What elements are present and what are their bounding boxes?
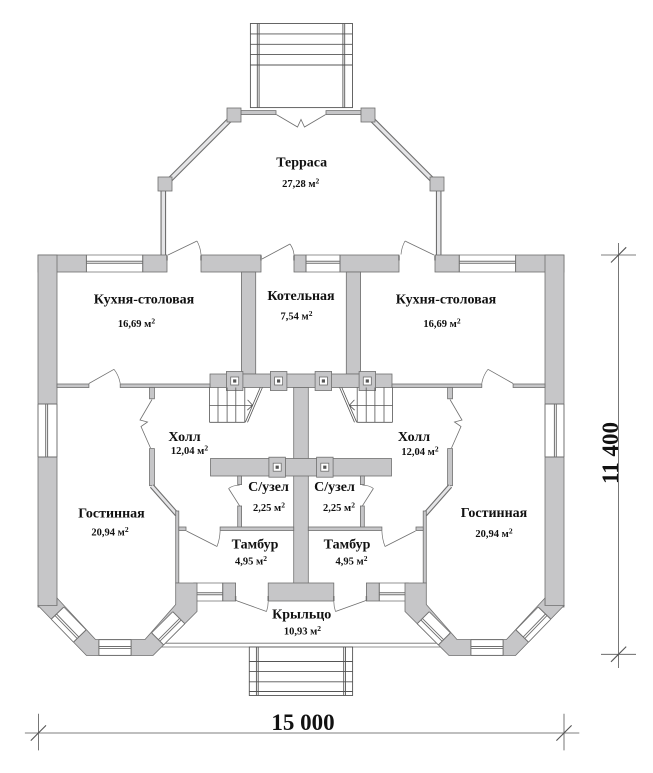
svg-text:10,93 м2: 10,93 м2 [284,624,321,638]
svg-text:Кухня-столовая: Кухня-столовая [94,293,195,308]
svg-text:12,04 м2: 12,04 м2 [401,445,438,459]
svg-text:Тамбур: Тамбур [232,538,279,553]
svg-text:С/узел: С/узел [248,480,289,495]
svg-text:4,95 м2: 4,95 м2 [336,554,368,568]
svg-text:Кухня-столовая: Кухня-столовая [396,293,497,308]
svg-text:4,95 м2: 4,95 м2 [235,554,267,568]
svg-text:Крыльцо: Крыльцо [272,608,331,623]
svg-text:Котельная: Котельная [267,289,335,304]
svg-text:7,54 м2: 7,54 м2 [281,309,313,323]
svg-text:С/узел: С/узел [314,480,355,495]
svg-text:11 400: 11 400 [598,422,623,484]
svg-text:Гостинная: Гостинная [78,507,145,522]
svg-text:Терраса: Терраса [276,156,327,171]
svg-text:2,25 м2: 2,25 м2 [253,501,285,515]
svg-text:Холл: Холл [168,430,200,445]
svg-text:Тамбур: Тамбур [324,538,371,553]
svg-text:16,69 м2: 16,69 м2 [423,317,460,331]
svg-text:16,69 м2: 16,69 м2 [118,317,155,331]
svg-text:Гостинная: Гостинная [461,506,528,521]
svg-text:20,94 м2: 20,94 м2 [475,527,512,541]
svg-text:2,25 м2: 2,25 м2 [323,501,355,515]
svg-text:27,28 м2: 27,28 м2 [282,176,319,190]
svg-text:Холл: Холл [398,430,430,445]
svg-text:15 000: 15 000 [271,710,334,735]
svg-text:20,94 м2: 20,94 м2 [91,525,128,539]
svg-text:12,04 м2: 12,04 м2 [171,444,208,458]
